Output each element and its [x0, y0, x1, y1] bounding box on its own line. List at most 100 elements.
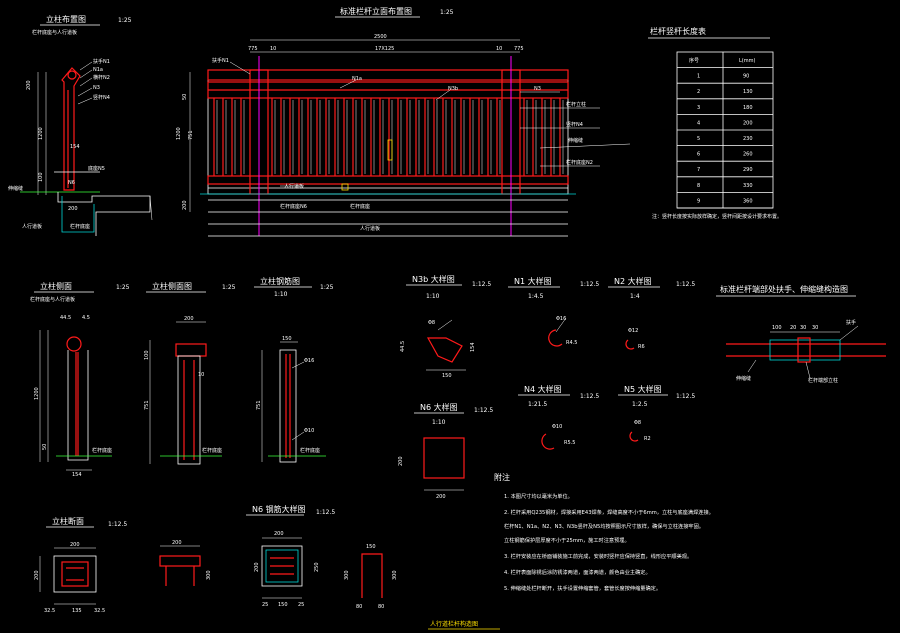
table-title: 栏杆竖杆长度表: [650, 26, 706, 36]
table-cell-length: 90: [743, 74, 749, 80]
view-column-side: 立柱侧面 1:25 栏杆底座与人行道板 44.5 4.5 1200 50 栏杆底…: [30, 281, 130, 478]
view-scale-panel: 1:25: [440, 9, 454, 16]
n6s-dim-u80b: 80: [378, 604, 384, 610]
dim-152: 154: [72, 472, 82, 478]
view-scale-n2: 1:12.5: [676, 281, 695, 288]
notes-title: 附注: [494, 472, 510, 482]
label-deck: 人行道板: [360, 225, 380, 232]
dim-44: 44.5: [60, 315, 71, 321]
view-title-n4: N4 大样图: [524, 384, 562, 394]
label-front-bottom: 栏杆底座: [202, 447, 222, 454]
label-left-side: 栏杆底座: [70, 223, 90, 230]
joint-dim-2: 20: [790, 325, 796, 331]
dim-200: 200: [26, 80, 32, 90]
note-3: 3. 栏杆安装应在桥面铺装施工前完成，安装时竖杆应保持竖直，线形应平顺美观。: [504, 552, 692, 560]
dim-200b: 200: [68, 206, 78, 212]
view-title-n6: N6 大样图: [420, 402, 458, 412]
dim-100: 100: [38, 172, 44, 182]
sec-dim-325a: 32.5: [44, 608, 55, 614]
joint-dim-4: 30: [812, 325, 818, 331]
dim-front-100: 100: [144, 350, 150, 360]
dim-total: 2500: [374, 34, 387, 40]
label-n3: N3: [93, 85, 100, 91]
table-cell-length: 130: [743, 89, 753, 95]
dim-n3b-112: 154: [470, 342, 476, 352]
view-n4: N4 大样图 1:21.5 1:12.5 Φ10 R5.5: [518, 384, 599, 450]
view-scale-n1: 1:12.5: [580, 281, 599, 288]
joint-label-br: 栏杆端部立柱: [808, 377, 838, 384]
label-n4: 竖杆N4: [93, 94, 110, 101]
sec-dim-200v: 200: [34, 570, 40, 580]
table-cell-index: 7: [697, 167, 700, 173]
table-cell-length: 330: [743, 183, 753, 189]
n6s-dim-25b: 25: [298, 602, 304, 608]
table-header-index: 序号: [689, 57, 699, 64]
note-2c: 立柱钢筋保护层厚度不小于25mm，施工时注意预埋。: [504, 536, 630, 544]
label-n3b-mid: N3b: [448, 86, 458, 92]
view-title-n2: N2 大样图: [614, 276, 652, 286]
table-cell-length: 260: [743, 152, 753, 158]
view-scale-n6: 1:12.5: [474, 407, 493, 414]
sheet-title: 人行道栏杆构造图: [430, 620, 478, 628]
label-anchor: N6: [68, 180, 75, 186]
view-sub-n5: 1:2.5: [632, 401, 648, 408]
table-cell-index: 6: [697, 152, 700, 158]
sec-dim-200: 200: [70, 542, 80, 548]
dim-rebar-150: 150: [282, 336, 292, 342]
dim-200c: 200: [182, 200, 188, 210]
note-2: 2. 栏杆采用Q235钢材，焊接采用E43焊条，焊缝高度不小于6mm，立柱与底座…: [504, 508, 714, 516]
dim-n6-200: 200: [436, 494, 446, 500]
label-right-tag3: 伸缩缝: [568, 137, 583, 144]
dim-front-10: 10: [198, 372, 204, 378]
view-n6-section: N6 钢筋大样图 1:12.5 200 200 250 25 150 25 15…: [246, 504, 398, 610]
view-column-rebar: 立柱钢筋图 1:10 1:25 150 751 Φ16 Φ10 栏杆底座: [254, 276, 334, 463]
n6s-dim-25a: 25: [262, 602, 268, 608]
dim-1200c: 1200: [34, 387, 40, 400]
note-4: 4. 栏杆表面除锈后涂防锈漆两道，面漆两道，颜色由业主确定。: [504, 568, 651, 576]
dim-1200: 1200: [38, 127, 44, 140]
dim-n3b-150: 150: [442, 373, 452, 379]
table-cell-index: 1: [697, 74, 700, 80]
note-1: 1. 本图尺寸均以毫米为单位。: [504, 492, 573, 500]
label-n5-r: R2: [644, 436, 651, 442]
joint-dim-3: 30: [800, 325, 806, 331]
label-n1-phi: Φ16: [556, 316, 566, 322]
sec2-dim-300: 300: [206, 570, 212, 580]
view-scale-n6-section: 1:12.5: [316, 509, 335, 516]
label-top-rail: 扶手N1: [93, 58, 110, 65]
table-cell-length: 360: [743, 198, 753, 204]
view-title-column-front: 立柱侧面图: [152, 281, 192, 291]
view-title-n5: N5 大样图: [624, 384, 662, 394]
view-sub-n4: 1:21.5: [528, 401, 547, 408]
table-cell-index: 2: [697, 89, 700, 95]
sec-dim-325b: 32.5: [94, 608, 105, 614]
label-right1: N3: [534, 86, 541, 92]
table-header-length: L(mm): [739, 58, 755, 64]
view-title-column-side: 立柱侧面: [40, 281, 72, 291]
dim-ten-left: 10: [270, 46, 276, 52]
n6s-dim-150: 150: [278, 602, 288, 608]
view-panel-elevation: 标准栏杆立面布置图 1:25 2500 775 10 17X125 10 775…: [176, 6, 631, 237]
dim-1200b: 1200: [176, 127, 182, 140]
table-footnote: 注：竖杆长度按实际放样确定，竖杆间距按设计要求布置。: [652, 213, 782, 220]
n6s-dim-u300a: 300: [344, 570, 350, 580]
table-cell-index: 9: [697, 198, 700, 204]
view-scale-column-elevation: 1:25: [118, 17, 132, 24]
view-n3b: N3b 大样图 1:10 1:12.5 Φ8 150 44.5 154: [400, 274, 491, 379]
n6s-dim-u80a: 80: [356, 604, 362, 610]
label-n4-phi: Φ10: [552, 424, 562, 430]
sec-dim-135: 135: [72, 608, 82, 614]
view-joint: 标准栏杆端部处扶手、伸缩缝构造图 100 20 30 30 扶手 伸缩缝 栏杆端…: [716, 284, 886, 384]
view-scale-rebar: 1:25: [320, 284, 334, 291]
sec2-dim-200: 200: [172, 540, 182, 546]
notes-block: 附注 1. 本图尺寸均以毫米为单位。 2. 栏杆采用Q235钢材，焊接采用E43…: [494, 472, 714, 592]
joint-label-left: 扶手: [846, 319, 856, 326]
view-note-column-side: 栏杆底座与人行道板: [30, 296, 75, 303]
table-cell-index: 5: [697, 136, 700, 142]
label-n2-r: R6: [638, 344, 645, 350]
view-scale-column-front: 1:25: [222, 284, 236, 291]
table-cell-length: 290: [743, 167, 753, 173]
